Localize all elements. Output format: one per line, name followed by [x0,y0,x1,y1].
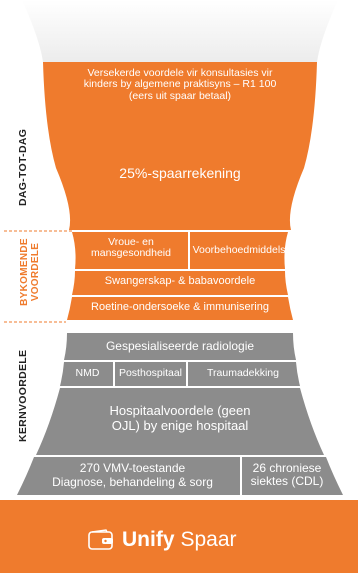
savings-text: 25%-spaarrekening [119,165,241,181]
nmd-text: NMD [75,367,100,379]
contraceptives-text: Voorbehoedmiddels [192,244,286,256]
screening-shape [67,297,293,320]
radiology-shape [64,333,296,360]
post-hospital-text: Posthospitaal [118,367,183,379]
trauma-shape [188,362,300,386]
radiology-text: Gespesialiseerde radiologie [105,339,255,353]
pmb-title-text: 270 VMV-toestande [79,461,186,475]
post-hospital-shape [115,362,186,386]
womens-health-text: Vroue- en mansgesondheid [91,236,171,260]
top-fade-shape [22,0,338,62]
trauma-text: Traumadekking [207,367,279,379]
contraceptives-shape [190,232,288,269]
womens-health-shape [72,232,188,269]
consultations-text: Versekerde voordele vir konsultasies vir… [83,67,277,102]
day-to-day-shape [43,62,317,230]
hospital-shape [36,388,324,455]
screening-text: Roetine-ondersoeke & immunisering [91,301,269,313]
label-additional-text: BYKOMENDE VOORDELE [19,238,41,306]
maternity-shape [72,271,288,295]
nmd-shape [60,362,113,386]
pmb-sub-text: Diagnose, behandeling & sorg [52,475,213,489]
cdl-text: 26 chroniese siektes (CDL) [250,461,324,488]
brand-name-bold: Unify [122,528,175,551]
pmb-shape [17,457,240,495]
maternity-text: Swangerskap- & babavoordele [104,275,256,287]
brand-logo: Unify Spaar [88,525,237,555]
label-core: KERNVOORDELE [17,349,29,442]
wallet-icon [88,529,114,551]
label-additional: BYKOMENDE VOORDELE [19,226,41,318]
brand-name-light: Spaar [180,528,237,551]
label-day-to-day: DAG-TOT-DAG [17,128,29,206]
cdl-shape [242,457,343,495]
brand-bar: Unify Spaar [0,500,358,573]
hospital-text: Hospitaalvoordele (geen OJL) by enige ho… [109,403,251,434]
